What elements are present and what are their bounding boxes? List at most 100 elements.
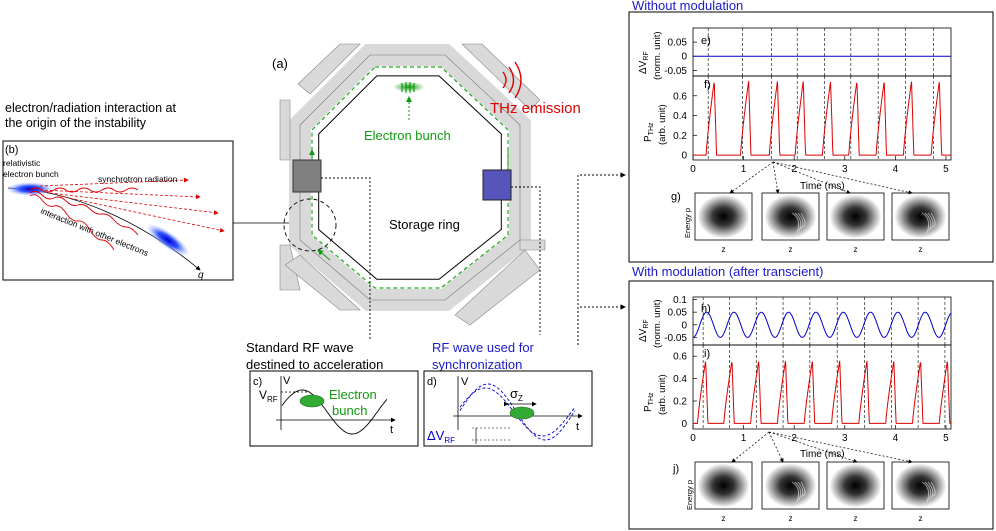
x-tick-label: 3 bbox=[842, 433, 848, 444]
left-panel: electron/radiation interaction at the or… bbox=[2, 101, 234, 281]
microstructure-stripe bbox=[924, 481, 932, 501]
microstructure-stripe bbox=[921, 212, 930, 234]
microstructure-stripe bbox=[800, 481, 806, 497]
thz-emission-icon bbox=[502, 61, 522, 99]
y-tick-label: 0 bbox=[681, 419, 687, 430]
delta-vrf-label: ΔVRF bbox=[427, 428, 455, 445]
without-modulation-title: Without modulation bbox=[632, 0, 743, 13]
plot-i-yunit: (arb. unit) bbox=[657, 374, 668, 415]
phase-space-distribution bbox=[697, 194, 750, 239]
phase-pointer-arrow bbox=[768, 431, 858, 463]
phase-space-distribution bbox=[764, 463, 817, 508]
x-tick-label: 1 bbox=[741, 164, 747, 175]
panel-j-ylabel: Energy p bbox=[685, 480, 694, 510]
connector-to-with-modulation bbox=[577, 304, 626, 345]
sync-rf-label-line2: synchronization bbox=[432, 357, 522, 372]
std-rf-label-line2: destined to acceleration bbox=[246, 357, 383, 372]
panel-c-label: c) bbox=[253, 376, 262, 388]
interaction-heading-line2: the origin of the instability bbox=[5, 116, 147, 130]
panel-c-rf-wave bbox=[281, 389, 388, 435]
y-tick-label: 0.1 bbox=[673, 295, 687, 306]
panel-d-electron-bunch bbox=[509, 406, 535, 420]
plot-f-frame bbox=[692, 75, 952, 161]
plot-i-ylabel: PTHz bbox=[643, 392, 655, 412]
plot-h-ylabel: ΔVRF bbox=[638, 319, 650, 342]
plot-f-xticks: 0 1 2 3 4 5 bbox=[690, 156, 949, 175]
beamline-stubs bbox=[279, 43, 546, 326]
phase-pointer-arrow bbox=[768, 431, 913, 464]
y-tick-label: 0 bbox=[681, 52, 687, 63]
x-tick-label: 5 bbox=[943, 164, 949, 175]
plot-f-yunit: (arb. unit) bbox=[657, 104, 668, 145]
panel-d-t-label: t bbox=[576, 421, 579, 433]
y-tick-label: 0.05 bbox=[668, 308, 688, 319]
x-tick-label: 4 bbox=[893, 433, 899, 444]
panel-c-electron-bunch bbox=[299, 394, 325, 408]
x-tick-label: 3 bbox=[842, 164, 848, 175]
thz-emission-label: THz emission bbox=[490, 100, 581, 117]
phase-space-distribution bbox=[764, 194, 817, 239]
phase-space-z-label: z bbox=[854, 514, 858, 523]
plot-h-yunit: (norm. unit) bbox=[652, 299, 663, 348]
panel-c-vrf-label: VRF bbox=[259, 388, 278, 404]
without-modulation-panel: Without modulation e) 0.050-0.05 ΔVRF (n… bbox=[628, 0, 994, 263]
plot-h-label: h) bbox=[701, 303, 711, 315]
microstructure-stripe bbox=[797, 481, 804, 499]
panel-j-label: j) bbox=[672, 463, 679, 475]
phase-space-z-label: z bbox=[919, 514, 923, 523]
phase-space-distribution bbox=[894, 463, 947, 508]
rf-cavity-standard bbox=[292, 159, 322, 193]
connector-to-without-modulation bbox=[577, 172, 626, 345]
y-tick-label: 0.4 bbox=[673, 374, 687, 385]
x-tick-label: 2 bbox=[791, 164, 797, 175]
microstructure-stripe bbox=[800, 212, 806, 228]
synchrotron-radiation-label: synchrotron radiation bbox=[98, 174, 178, 184]
storage-ring-diagram: (a) Electron bunch bbox=[272, 43, 581, 340]
phase-pointer-arrow bbox=[772, 161, 780, 194]
wavy-radiation bbox=[29, 187, 139, 251]
interaction-zoom-circle bbox=[283, 198, 337, 252]
y-tick-label: 0.2 bbox=[673, 397, 687, 408]
y-tick-label: 0.6 bbox=[673, 352, 687, 363]
plot-f-yticks: 0.60.40.20 bbox=[673, 91, 697, 162]
panel-c-v-label: V bbox=[283, 375, 291, 387]
q-axis-label: q bbox=[198, 270, 204, 281]
beam-direction-arrow-bottom bbox=[317, 249, 331, 261]
microstructure-stripe bbox=[921, 481, 930, 503]
microstructure-stripe bbox=[791, 481, 800, 503]
microstructure-stripe bbox=[794, 481, 802, 501]
sync-cavity-connector bbox=[511, 186, 541, 335]
y-tick-label: 0.05 bbox=[668, 38, 688, 49]
phase-pointer-arrow bbox=[772, 161, 851, 194]
phase-space-z-label: z bbox=[789, 514, 793, 523]
phase-space-z-label: z bbox=[854, 245, 858, 254]
y-tick-label: -0.05 bbox=[664, 333, 687, 344]
electron-bunch-start bbox=[6, 182, 54, 196]
phase-pointer-arrow bbox=[768, 431, 784, 463]
plot-f-xlabel: Time (ms) bbox=[800, 181, 845, 192]
thz-pulse-train-i bbox=[693, 360, 951, 424]
panel-c-bunch-label-line1: Electron bbox=[329, 387, 377, 402]
plot-i-frame bbox=[692, 344, 952, 430]
microstructure-stripe bbox=[927, 212, 934, 230]
x-tick-label: 0 bbox=[690, 164, 696, 175]
std-rf-label-line1: Standard RF wave bbox=[246, 340, 354, 355]
panel-d-rf-wave-b bbox=[459, 383, 576, 441]
sync-rf-label-line1: RF wave used for bbox=[432, 340, 535, 355]
microstructure-stripe bbox=[791, 212, 800, 234]
synchrotron-radiation-arrows bbox=[39, 177, 225, 233]
microstructure-stripe bbox=[927, 481, 934, 499]
microstructure-stripe bbox=[794, 212, 802, 232]
plot-f-ylabel: PTHz bbox=[643, 122, 655, 142]
y-tick-label: 0 bbox=[681, 320, 687, 331]
x-tick-label: 2 bbox=[791, 433, 797, 444]
rf-cavity-sync bbox=[482, 169, 512, 201]
x-tick-label: 4 bbox=[893, 164, 899, 175]
relativistic-bunch-label-line2: electron bunch bbox=[3, 169, 59, 179]
phase-space-z-label: z bbox=[722, 245, 726, 254]
panel-c-bunch-label-line2: bunch bbox=[332, 403, 367, 418]
